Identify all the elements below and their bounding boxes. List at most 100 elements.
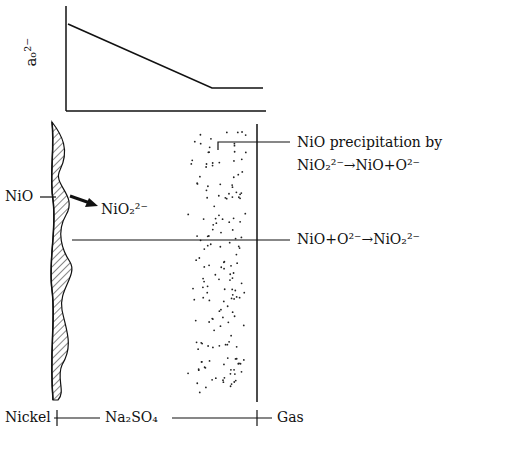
precipitate-dot xyxy=(233,369,235,371)
precipitate-dot xyxy=(235,191,237,193)
precipitate-dot xyxy=(207,185,209,187)
precipitate-dot xyxy=(239,221,241,223)
precipitate-dot xyxy=(203,218,205,220)
precipitate-dot xyxy=(205,367,207,369)
precipitate-dot xyxy=(204,366,206,368)
precipitate-dot xyxy=(226,344,228,346)
precipitate-dot xyxy=(227,321,229,323)
precipitate-dot xyxy=(200,143,202,145)
precipitate-dot xyxy=(209,146,211,148)
precipitate-dot xyxy=(214,274,216,276)
precipitate-dot xyxy=(218,345,220,347)
precipitate-dot xyxy=(233,160,235,162)
precipitate-dot xyxy=(223,363,225,365)
region-tick xyxy=(256,410,257,426)
precipitate-dot xyxy=(200,342,202,344)
precipitate-dot xyxy=(230,369,232,371)
precipitate-dot xyxy=(208,151,210,153)
precipitate-dot xyxy=(234,290,236,292)
precipitate-dot xyxy=(227,305,229,307)
precipitate-dot xyxy=(233,298,235,300)
precipitate-dot xyxy=(233,217,235,219)
precipitate-dot xyxy=(241,371,243,373)
precipitate-dot xyxy=(238,362,240,364)
precipitate-dot xyxy=(196,382,198,384)
precipitate-dot xyxy=(243,359,245,361)
precipitate-dot xyxy=(202,297,204,299)
precipitate-dot xyxy=(228,221,230,223)
precipitate-dot xyxy=(209,360,211,362)
precipitate-dot xyxy=(222,218,224,220)
precipitate-dot xyxy=(203,266,205,268)
precipitate-dot xyxy=(198,257,200,259)
precipitate-dot xyxy=(230,385,232,387)
precipitate-dot xyxy=(212,346,214,348)
precipitate-dot xyxy=(233,272,235,274)
precipitate-dot xyxy=(222,381,224,383)
region-label: Na₂SO₄ xyxy=(104,410,159,425)
precipitate-dot xyxy=(212,318,214,320)
precipitate-dot xyxy=(235,380,237,382)
precipitate-dot xyxy=(208,321,210,323)
precipitate-dot xyxy=(222,379,224,381)
precipitate-dot xyxy=(212,229,214,231)
precipitate-dot xyxy=(206,189,208,191)
precipitate-dot xyxy=(190,163,192,165)
precipitate-dot xyxy=(199,176,201,178)
precipitate-dot xyxy=(195,259,197,261)
nio-scale xyxy=(51,122,72,400)
precipitate-dot xyxy=(226,198,228,200)
precipitate-dot xyxy=(230,373,232,375)
precipitate-dot xyxy=(193,299,195,301)
precipitate-dot xyxy=(239,197,241,199)
precipitate-dot xyxy=(239,297,241,299)
layer-label: NiO xyxy=(4,189,34,204)
precipitate-dot xyxy=(245,152,247,154)
precipitate-dot xyxy=(201,361,203,363)
region-line xyxy=(54,417,100,418)
precipitate-dot xyxy=(234,151,236,153)
precipitate-dot xyxy=(196,341,198,343)
precipitate-dot xyxy=(231,289,233,291)
precipitate-dot xyxy=(203,248,205,250)
precipitate-dot xyxy=(229,279,231,281)
x-axis xyxy=(66,110,266,112)
precipitate-dot xyxy=(199,391,201,393)
y-axis xyxy=(65,6,67,111)
salt-gas-interface xyxy=(256,124,258,402)
precipitate-dot xyxy=(229,273,231,275)
precipitate-dot xyxy=(231,298,233,300)
precipitate-dot xyxy=(231,184,233,186)
precipitate-dot xyxy=(201,361,203,363)
precipitate-dot xyxy=(207,345,209,347)
leader-line xyxy=(40,196,56,197)
precipitate-dot xyxy=(241,237,243,239)
precipitate-dot xyxy=(207,245,209,247)
precipitate-dot xyxy=(212,165,214,167)
annotation: NiO precipitation by xyxy=(296,135,443,150)
precipitate-dot xyxy=(227,357,229,359)
reaction-equation: NiO₂²⁻→NiO+O²⁻ xyxy=(296,158,421,173)
precipitate-dot xyxy=(215,222,217,224)
region-tick xyxy=(56,410,57,426)
precipitate-dot xyxy=(241,131,243,133)
precipitate-dot xyxy=(191,159,193,161)
precipitate-dot xyxy=(241,282,243,284)
precipitate-dot xyxy=(187,372,189,374)
precipitate-dot xyxy=(241,158,243,160)
precipitate-dot xyxy=(233,381,235,383)
dissolution-arrow xyxy=(70,196,90,203)
nio-precipitate xyxy=(187,131,247,393)
precipitate-dot xyxy=(206,163,208,165)
precipitate-dot xyxy=(237,174,239,176)
precipitate-dot xyxy=(200,134,202,136)
precipitate-dot xyxy=(232,294,234,296)
precipitate-dot xyxy=(210,138,212,140)
precipitate-dot xyxy=(211,318,213,320)
precipitate-dot xyxy=(222,317,224,319)
precipitate-dot xyxy=(218,162,220,164)
precipitate-dot xyxy=(208,300,210,302)
precipitate-dot xyxy=(243,324,245,326)
precipitate-dot xyxy=(241,171,243,173)
